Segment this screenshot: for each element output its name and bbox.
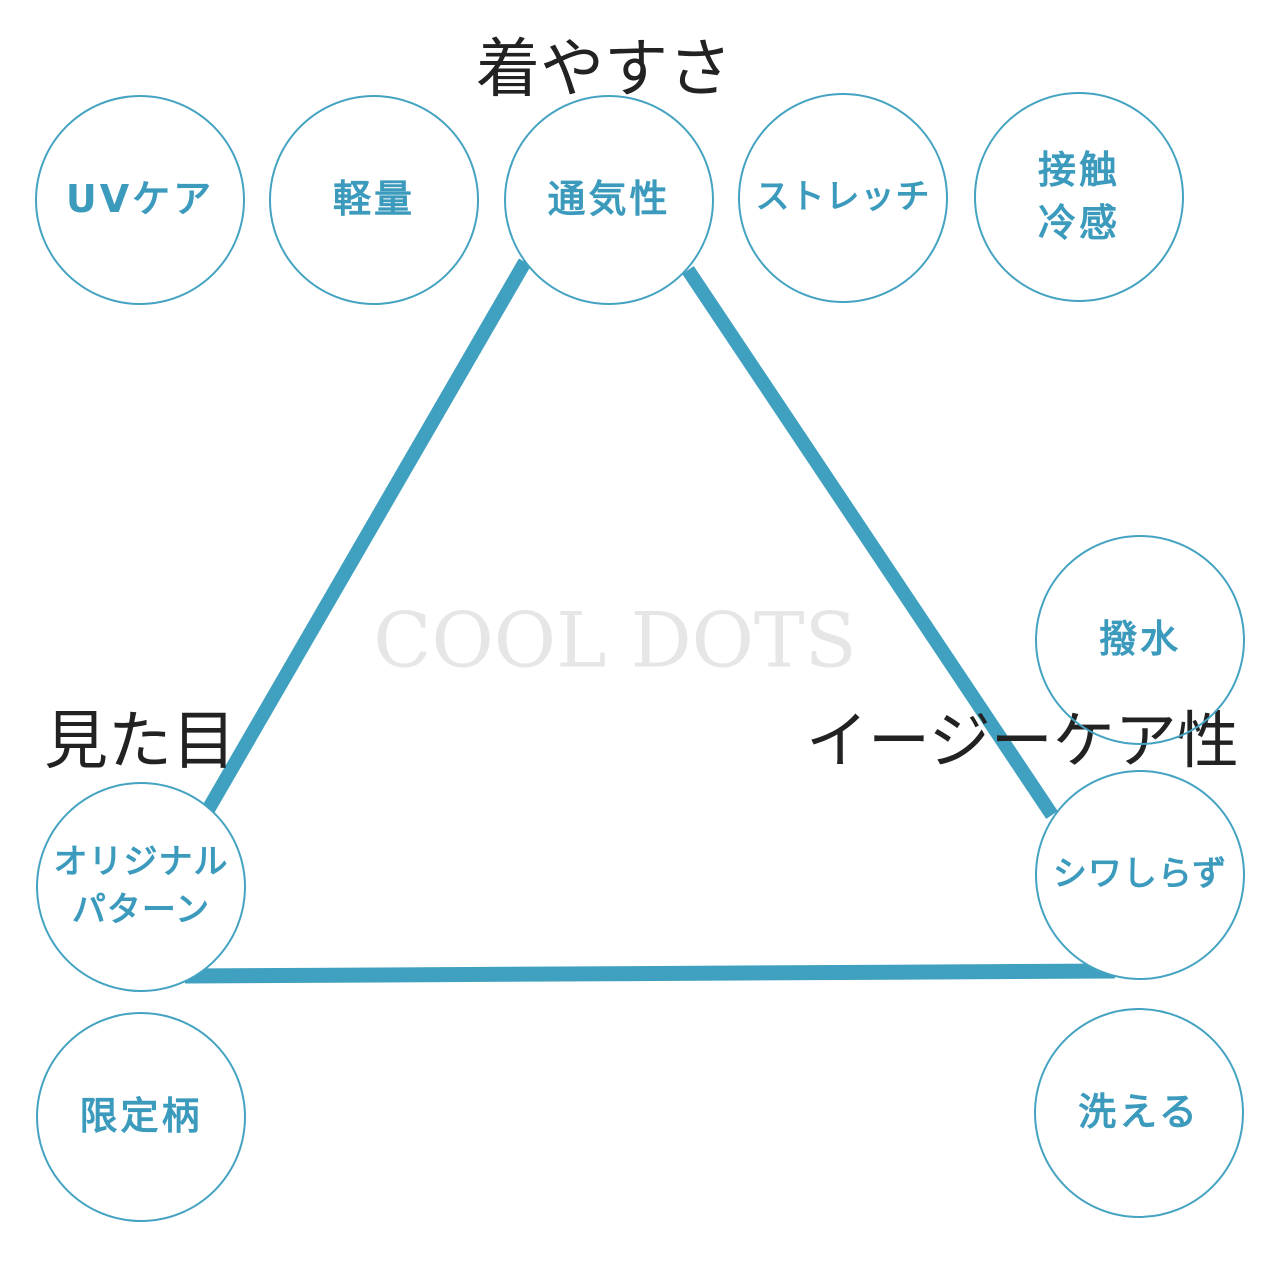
- triangle-bottom-edge: [184, 963, 1116, 984]
- feature-original-pattern: オリジナル パターン: [36, 782, 246, 992]
- feature-limited-pattern: 限定柄: [36, 1012, 246, 1222]
- axis-top-label: 着やすさ: [476, 33, 732, 107]
- feature-wrinkle-free: シワしらず: [1035, 770, 1245, 980]
- feature-washable: 洗える: [1034, 1008, 1244, 1218]
- feature-cool-touch: 接触 冷感: [974, 92, 1184, 302]
- feature-uv: UVケア: [35, 95, 245, 305]
- axis-left-label: 見た目: [44, 705, 236, 779]
- feature-water-repellent: 撥水: [1035, 535, 1245, 745]
- feature-stretch: ストレッチ: [738, 93, 948, 303]
- feature-light: 軽量: [269, 95, 479, 305]
- watermark: COOL DOTS: [373, 595, 857, 685]
- triangle-right-edge: [682, 266, 1058, 819]
- feature-breathable: 通気性: [504, 95, 714, 305]
- triangle-left-edge: [198, 258, 532, 819]
